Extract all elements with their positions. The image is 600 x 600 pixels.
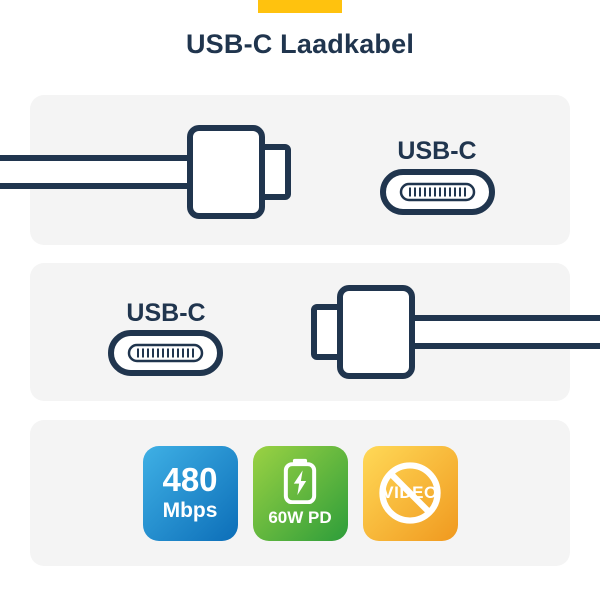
panel-features: 480 Mbps 60W PD VIDEO <box>30 420 570 566</box>
plug-tip <box>311 304 343 360</box>
plug-body <box>337 285 415 379</box>
usb-c-port-icon <box>108 330 223 376</box>
page-title: USB-C Laadkabel <box>185 29 415 59</box>
speed-value: 480 <box>162 460 218 498</box>
usb-c-cable-plug-right-graphic: USB-C <box>0 125 495 219</box>
no-video-label: VIDEO <box>382 483 438 502</box>
port-label-middle: USB-C <box>126 299 205 327</box>
plug-body <box>187 125 265 219</box>
battery-lightning-icon <box>283 458 317 504</box>
port-label-top: USB-C <box>397 137 476 165</box>
plug-tip <box>259 144 291 200</box>
usb-c-port-inner <box>399 182 476 202</box>
feature-badges: 480 Mbps 60W PD VIDEO <box>30 420 570 566</box>
badge-power-60w-pd: 60W PD <box>252 445 348 541</box>
usb-c-port-inner <box>127 343 204 363</box>
prohibition-icon <box>379 462 441 524</box>
badge-no-video: VIDEO <box>362 445 458 541</box>
cable-line-left <box>0 155 197 189</box>
cable-line-right <box>407 315 600 349</box>
accent-tab <box>258 0 342 13</box>
power-label: 60W PD <box>268 508 332 527</box>
usb-c-port-icon <box>380 169 495 215</box>
badge-speed-480mbps: 480 Mbps <box>142 445 238 541</box>
usb-c-cable-plug-left-graphic: USB-C <box>108 285 600 379</box>
speed-unit: Mbps <box>162 498 218 522</box>
